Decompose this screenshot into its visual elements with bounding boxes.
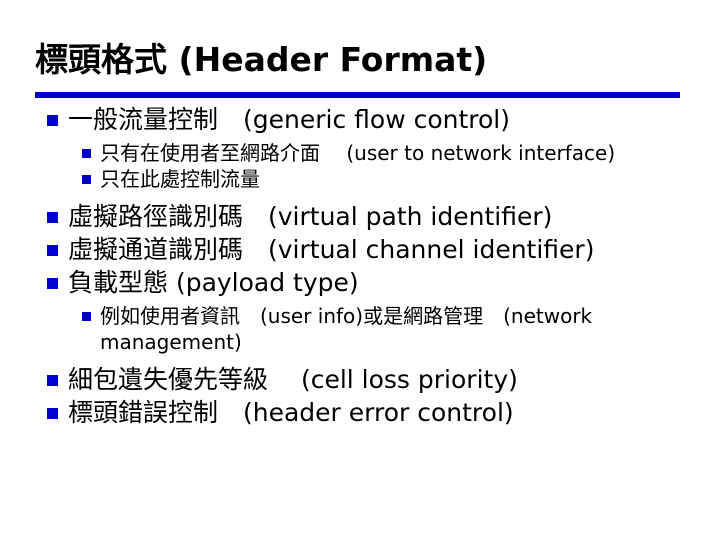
- bullet-item-virtual-channel-identifier: 虛擬通道識別碼 (virtual channel identifier): [0, 234, 720, 266]
- bullet-item-generic-flow-control: 一般流量控制 (generic flow control): [0, 104, 720, 136]
- blue-square-bullet-icon: [82, 312, 91, 321]
- blue-square-bullet-icon: [47, 212, 58, 223]
- blue-square-bullet-icon: [47, 408, 58, 419]
- blue-square-bullet-icon: [47, 375, 58, 386]
- bullet-item-flow-control-here-only: 只在此處控制流量: [0, 166, 720, 192]
- blue-square-bullet-icon: [47, 115, 58, 126]
- bullet-text: 只在此處控制流量: [100, 167, 260, 191]
- slide-title-area: 標頭格式 (Header Format): [35, 40, 685, 79]
- bullet-text: 一般流量控制 (generic flow control): [68, 105, 510, 134]
- bullet-text: 虛擬通道識別碼 (virtual channel identifier): [68, 235, 595, 264]
- bullet-text: 標頭錯誤控制 (header error control): [68, 398, 514, 427]
- bullet-text: 細包遺失優先等級 (cell loss priority): [68, 365, 518, 394]
- bullet-item-user-to-network-interface: 只有在使用者至網路介面 (user to network interface): [0, 140, 720, 166]
- bullet-text: 負載型態 (payload type): [68, 268, 359, 297]
- blue-square-bullet-icon: [47, 245, 58, 256]
- bullet-item-payload-type: 負載型態 (payload type): [0, 267, 720, 299]
- blue-square-bullet-icon: [82, 175, 91, 184]
- bullet-item-virtual-path-identifier: 虛擬路徑識別碼 (virtual path identifier): [0, 201, 720, 233]
- bullet-text: 虛擬路徑識別碼 (virtual path identifier): [68, 202, 553, 231]
- blue-square-bullet-icon: [82, 149, 91, 158]
- title-divider-rule: [35, 92, 680, 98]
- page-title: 標頭格式 (Header Format): [35, 40, 488, 79]
- bullet-item-header-error-control: 標頭錯誤控制 (header error control): [0, 397, 720, 429]
- slide-body: 一般流量控制 (generic flow control) 只有在使用者至網路介…: [0, 104, 720, 430]
- blue-square-bullet-icon: [47, 278, 58, 289]
- bullet-text: 只有在使用者至網路介面 (user to network interface): [100, 141, 616, 165]
- bullet-item-user-info-network-management: 例如使用者資訊 (user info)或是網路管理 (network manag…: [0, 303, 720, 355]
- bullet-text: 例如使用者資訊 (user info)或是網路管理 (network manag…: [100, 304, 593, 354]
- bullet-item-cell-loss-priority: 細包遺失優先等級 (cell loss priority): [0, 364, 720, 396]
